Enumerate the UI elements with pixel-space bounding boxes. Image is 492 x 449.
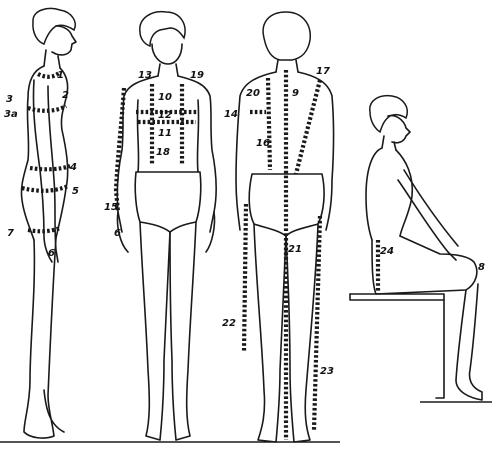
figure-seated (350, 96, 482, 400)
label-3a: 3а (4, 109, 18, 120)
label-22: 22 (222, 318, 236, 329)
figure-side-profile (21, 9, 76, 439)
label-6-front: 6 (114, 228, 121, 239)
label-18: 18 (156, 147, 170, 158)
label-21: 21 (288, 244, 302, 255)
label-10: 10 (158, 92, 172, 103)
label-4: 4 (69, 162, 77, 173)
label-16: 16 (256, 138, 270, 149)
label-7: 7 (7, 228, 14, 239)
label-6-side: 6 (48, 248, 55, 259)
label-3: 3 (6, 94, 13, 105)
label-13: 13 (138, 70, 152, 81)
label-17: 17 (316, 66, 330, 77)
label-1: 1 (57, 70, 64, 81)
label-12: 12 (158, 110, 172, 121)
label-23: 23 (320, 366, 334, 377)
label-9: 9 (292, 88, 299, 99)
label-15: 15 (104, 202, 118, 213)
label-2: 2 (62, 90, 69, 101)
label-8: 8 (478, 262, 485, 273)
label-19: 19 (190, 70, 204, 81)
label-14: 14 (224, 109, 238, 120)
label-24: 24 (380, 246, 394, 257)
label-5: 5 (72, 186, 79, 197)
label-20: 20 (246, 88, 260, 99)
label-11: 11 (158, 128, 172, 139)
